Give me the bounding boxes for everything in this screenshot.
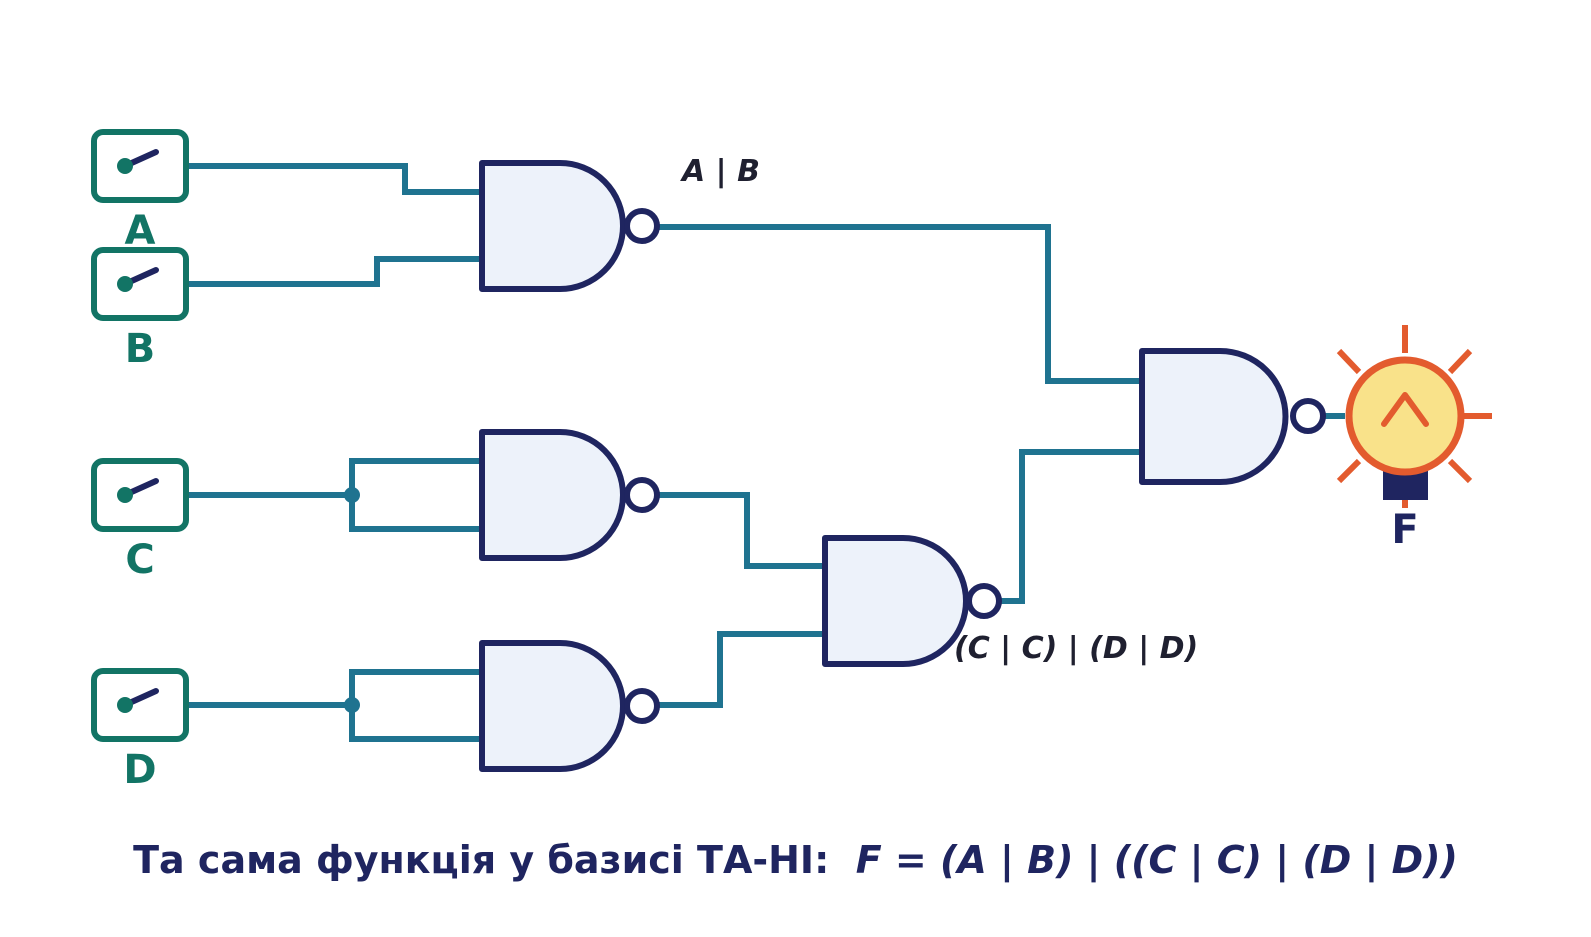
bulb-ray	[1447, 458, 1473, 484]
switch-a-box[interactable]	[91, 129, 189, 203]
nand-gate-dd	[479, 640, 660, 772]
switch-a-pivot	[117, 158, 133, 174]
nand-gate-ab-bubble	[624, 208, 660, 244]
nand-gate-ab-body	[479, 160, 626, 292]
junction-c	[344, 487, 360, 503]
wires	[183, 163, 1345, 742]
switch-b-box[interactable]	[91, 247, 189, 321]
input-label-a: A	[125, 208, 156, 254]
switch-d[interactable]: D	[91, 668, 189, 793]
wire-d-split	[349, 669, 483, 742]
switch-c[interactable]: C	[91, 458, 189, 583]
wire-c-split	[349, 458, 483, 532]
caption-formula: F = (A | B) | ((C | C) | (D | D))	[855, 838, 1458, 882]
nand-gate-cd	[822, 535, 1002, 667]
wire-gate-cc-to-gate-cd	[657, 492, 828, 569]
expression-label-ab: A | B	[680, 154, 760, 189]
switch-b-pivot	[117, 276, 133, 292]
input-label-d: D	[123, 747, 156, 793]
nand-gate-final-bubble	[1290, 398, 1326, 434]
nand-gate-ab	[479, 160, 660, 292]
nand-gate-final	[1139, 348, 1326, 485]
nand-gate-cc-body	[479, 429, 626, 561]
expression-label-cd: (C | C) | (D | D)	[954, 631, 1198, 666]
output-bulb: F	[1336, 325, 1492, 553]
input-label-b: B	[125, 326, 156, 372]
bulb-ray	[1336, 348, 1362, 375]
wire-b-to-gate-ab	[183, 256, 483, 287]
nand-gate-final-body	[1139, 348, 1289, 485]
bulb-glass	[1345, 356, 1465, 476]
bulb-rays	[1336, 325, 1492, 508]
wire-gate-cd-to-final	[997, 449, 1143, 604]
caption-prefix: Та сама функція у базисі ТА-НІ:	[133, 838, 830, 882]
switch-b[interactable]: B	[91, 247, 189, 372]
switch-d-box[interactable]	[91, 668, 189, 742]
switch-c-box[interactable]	[91, 458, 189, 532]
input-label-c: C	[125, 537, 154, 583]
switch-d-pivot	[117, 697, 133, 713]
nand-gate-cc-bubble	[624, 477, 660, 513]
junction-d	[344, 697, 360, 713]
wire-gate-ab-to-final	[657, 224, 1143, 384]
switch-c-pivot	[117, 487, 133, 503]
caption: Та сама функція у базисі ТА-НІ: F = (A |…	[0, 838, 1591, 882]
bulb-ray	[1336, 458, 1362, 484]
nand-gate-dd-bubble	[624, 688, 660, 724]
bulb-ray	[1447, 348, 1473, 375]
nand-gate-cd-bubble	[966, 583, 1002, 619]
wire-a-to-gate-ab	[183, 163, 483, 195]
output-label-f: F	[1391, 507, 1418, 553]
nand-gate-dd-body	[479, 640, 626, 772]
nand-gate-cc	[479, 429, 660, 561]
nand-gate-cd-body	[822, 535, 969, 667]
wire-gate-dd-to-gate-cd	[657, 631, 828, 708]
bulb-filament	[1381, 392, 1429, 427]
switch-a[interactable]: A	[91, 129, 189, 254]
